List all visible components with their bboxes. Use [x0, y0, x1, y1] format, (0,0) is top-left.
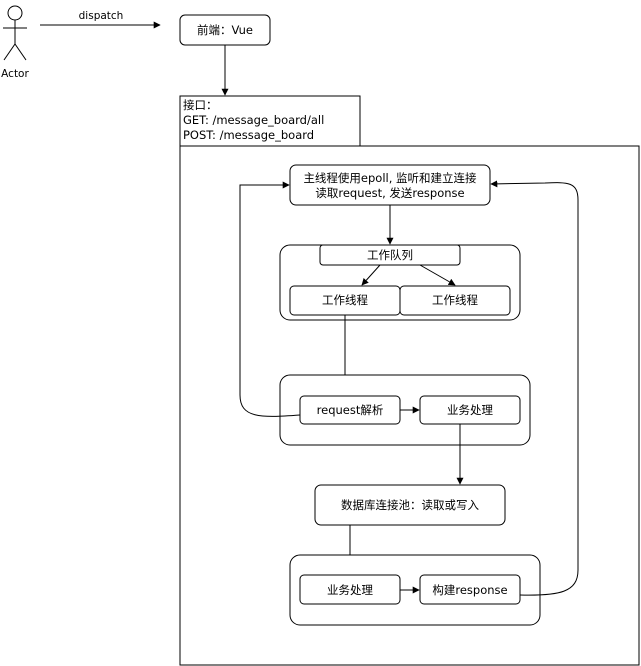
- actor-right-leg: [14, 43, 27, 61]
- business-2-label: 业务处理: [327, 583, 373, 597]
- response-to-main-loop-arrow: [490, 180, 579, 596]
- interface-get-line: GET: /message_board/all: [183, 113, 324, 127]
- actor-label: Actor: [1, 68, 29, 80]
- worker-thread-1-label: 工作线程: [322, 293, 368, 307]
- build-response-box: [419, 574, 521, 605]
- worker-thread-2: [399, 285, 511, 316]
- request-parse-label: request解析: [317, 403, 384, 417]
- business-1-label: 业务处理: [447, 403, 493, 417]
- build-response-label: 构建response: [432, 583, 507, 597]
- actor-head: [7, 5, 23, 21]
- queue-to-worker1-arrow: [361, 264, 381, 286]
- main-thread-line1: 主线程使用epoll, 监听和建立连接: [303, 171, 477, 185]
- interface-post-line: POST: /message_board: [183, 128, 314, 142]
- dispatch-label: dispatch: [79, 10, 124, 22]
- work-queue-box: [319, 244, 461, 266]
- queue-to-worker2-arrow: [419, 264, 456, 286]
- business-1-box: [419, 395, 521, 425]
- interface-title: 接口：: [183, 98, 218, 112]
- worker-thread-2-label: 工作线程: [432, 293, 478, 307]
- db-pool-box: [314, 484, 506, 526]
- db-pool-label: 数据库连接池：读取或写入: [341, 498, 479, 512]
- main-thread-line2: 读取request, 发送response: [315, 186, 464, 200]
- work-queue-label: 工作队列: [367, 248, 413, 262]
- actor-figure: [3, 5, 27, 61]
- frontend-label: 前端：Vue: [197, 23, 253, 37]
- actor-left-leg: [3, 43, 16, 61]
- parse-to-main-loop-arrow: [239, 181, 301, 417]
